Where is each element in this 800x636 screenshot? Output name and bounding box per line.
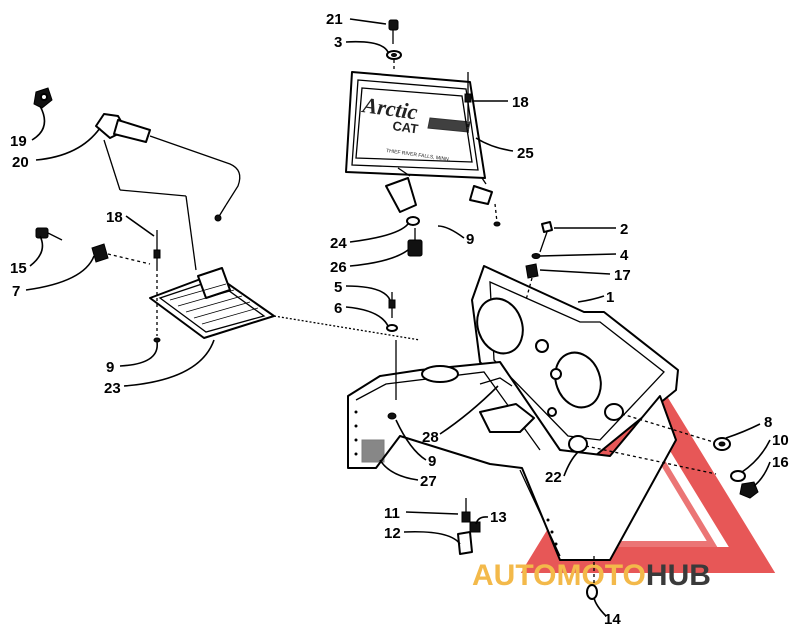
callout-12: 12 [384, 525, 401, 542]
screw-18-upper [464, 72, 472, 135]
hardware-2-4-17 [525, 221, 553, 301]
knob-7 [91, 243, 151, 265]
bolt-21 [386, 19, 402, 70]
nameplate: Arctic CAT THIEF RIVER FALLS, MINN. [345, 71, 486, 179]
callout-5: 5 [334, 279, 342, 296]
bolt-14 [586, 556, 598, 600]
console-1 [471, 265, 679, 461]
callout-9-left: 9 [106, 359, 114, 376]
callout-7: 7 [12, 283, 20, 300]
bolt-15 [35, 227, 63, 241]
bracket-11-12-13 [457, 498, 481, 555]
screw-18-lower [153, 230, 161, 343]
watermark-text-part1: AUTOMOTO [472, 559, 646, 592]
svg-text:AUTOMOTOHUB: AUTOMOTOHUB [472, 559, 711, 592]
nameplate-line2: CAT [392, 118, 420, 136]
callout-6: 6 [334, 300, 342, 317]
hardware-8-10-16 [713, 437, 759, 499]
callout-2: 2 [620, 221, 628, 238]
switch-26 [406, 216, 423, 257]
watermark-text-part2: HUB [646, 559, 711, 592]
dash-shroud [347, 340, 677, 561]
callout-28: 28 [422, 429, 439, 446]
callout-27: 27 [420, 473, 437, 490]
callout-numbers: 21 3 18 25 19 20 18 15 7 9 23 24 26 5 6 … [10, 11, 789, 628]
callout-16: 16 [772, 454, 789, 471]
callout-19: 19 [10, 133, 27, 150]
callout-15: 15 [10, 260, 27, 277]
switch-plate-23 [149, 267, 421, 341]
callout-3: 3 [334, 34, 342, 51]
callout-1: 1 [606, 289, 614, 306]
callout-21: 21 [326, 11, 343, 28]
clip-28 [479, 377, 513, 387]
callout-9-lower: 9 [428, 453, 436, 470]
callout-25: 25 [517, 145, 534, 162]
callout-14: 14 [604, 611, 621, 628]
callout-22: 22 [545, 469, 562, 486]
callout-13: 13 [490, 509, 507, 526]
callout-18-upper: 18 [512, 94, 529, 111]
nameplate-bracket [385, 167, 501, 227]
callout-8: 8 [764, 414, 772, 431]
throttle-cable-assembly [33, 87, 241, 271]
callout-9-center: 9 [466, 231, 474, 248]
callout-23: 23 [104, 380, 121, 397]
callout-20: 20 [12, 154, 29, 171]
hardware-5-6 [386, 292, 398, 420]
callout-26: 26 [330, 259, 347, 276]
callout-24: 24 [330, 235, 347, 252]
callout-17: 17 [614, 267, 631, 284]
callout-10: 10 [772, 432, 789, 449]
leader-lines [25, 18, 771, 617]
grommets-22 [568, 403, 721, 475]
callout-18-lower: 18 [106, 209, 123, 226]
callout-4: 4 [620, 247, 629, 264]
callout-11: 11 [384, 505, 400, 522]
